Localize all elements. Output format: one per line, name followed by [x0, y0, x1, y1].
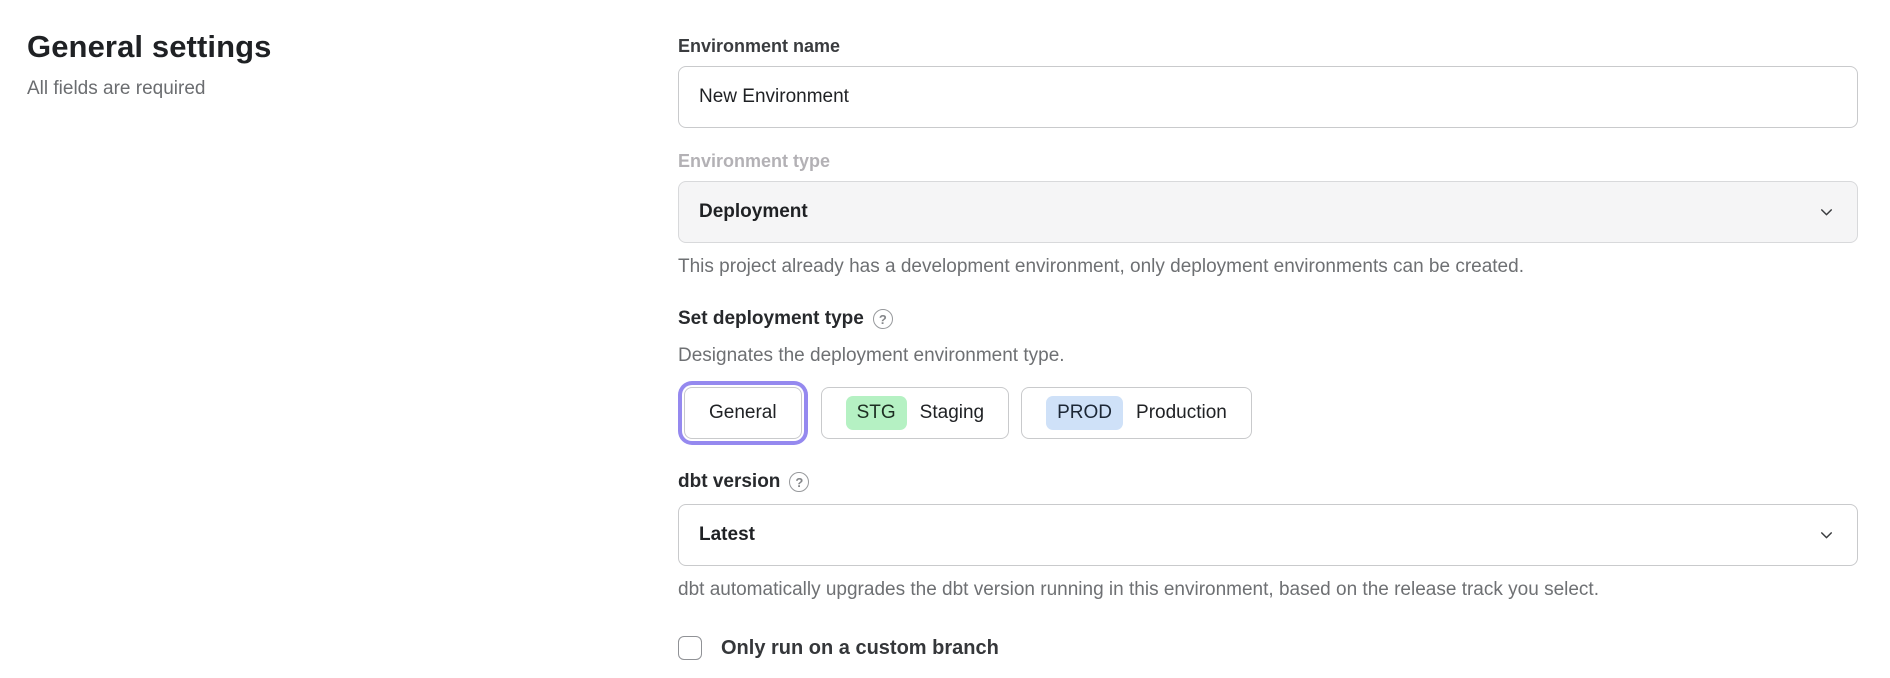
chevron-down-icon	[1818, 527, 1835, 544]
deployment-type-general-button[interactable]: General	[684, 387, 802, 439]
deployment-type-label: Set deployment type	[678, 308, 864, 329]
dbt-version-select[interactable]: Latest	[678, 504, 1858, 566]
environment-type-helper: This project already has a development e…	[678, 256, 1524, 277]
dbt-version-helper: dbt automatically upgrades the dbt versi…	[678, 579, 1599, 600]
deployment-type-description: Designates the deployment environment ty…	[678, 345, 1065, 366]
dbt-version-value: Latest	[699, 524, 755, 545]
environment-type-select: Deployment	[678, 181, 1858, 243]
environment-name-label: Environment name	[678, 36, 841, 56]
custom-branch-label[interactable]: Only run on a custom branch	[721, 636, 999, 659]
environment-type-value: Deployment	[699, 201, 808, 222]
settings-header: General settings All fields are required	[27, 27, 678, 660]
deployment-type-group: Set deployment type ? Designates the dep…	[678, 308, 1858, 439]
custom-branch-checkbox[interactable]	[678, 636, 702, 660]
help-icon[interactable]: ?	[872, 309, 893, 329]
deployment-type-staging-label: Staging	[919, 402, 985, 423]
settings-form: Environment name Environment type Deploy…	[678, 27, 1858, 660]
environment-name-input[interactable]	[678, 66, 1858, 128]
deployment-type-staging-button[interactable]: STG Staging	[820, 387, 1010, 439]
general-settings-page: General settings All fields are required…	[27, 27, 1858, 660]
deployment-type-label-row: Set deployment type ?	[678, 308, 1858, 330]
dbt-version-label-row: dbt version ?	[678, 471, 1858, 493]
staging-badge: STG	[845, 396, 907, 430]
deployment-type-production-label: Production	[1136, 402, 1227, 423]
deployment-type-production-button[interactable]: PROD Production	[1021, 387, 1252, 439]
dbt-version-label: dbt version	[678, 471, 781, 492]
chevron-down-icon	[1818, 204, 1835, 221]
deployment-type-options: General STG Staging PROD Production	[678, 387, 1858, 439]
page-subtitle: All fields are required	[27, 78, 206, 99]
page-title: General settings	[27, 29, 272, 64]
production-badge: PROD	[1046, 396, 1124, 430]
deployment-type-general-label: General	[709, 402, 777, 423]
help-icon[interactable]: ?	[789, 472, 810, 492]
dbt-version-group: dbt version ? Latest dbt automatically u…	[678, 471, 1858, 601]
environment-type-group: Environment type Deployment This project…	[678, 151, 1858, 278]
environment-type-label: Environment type	[678, 151, 831, 171]
custom-branch-row: Only run on a custom branch	[678, 636, 1858, 660]
